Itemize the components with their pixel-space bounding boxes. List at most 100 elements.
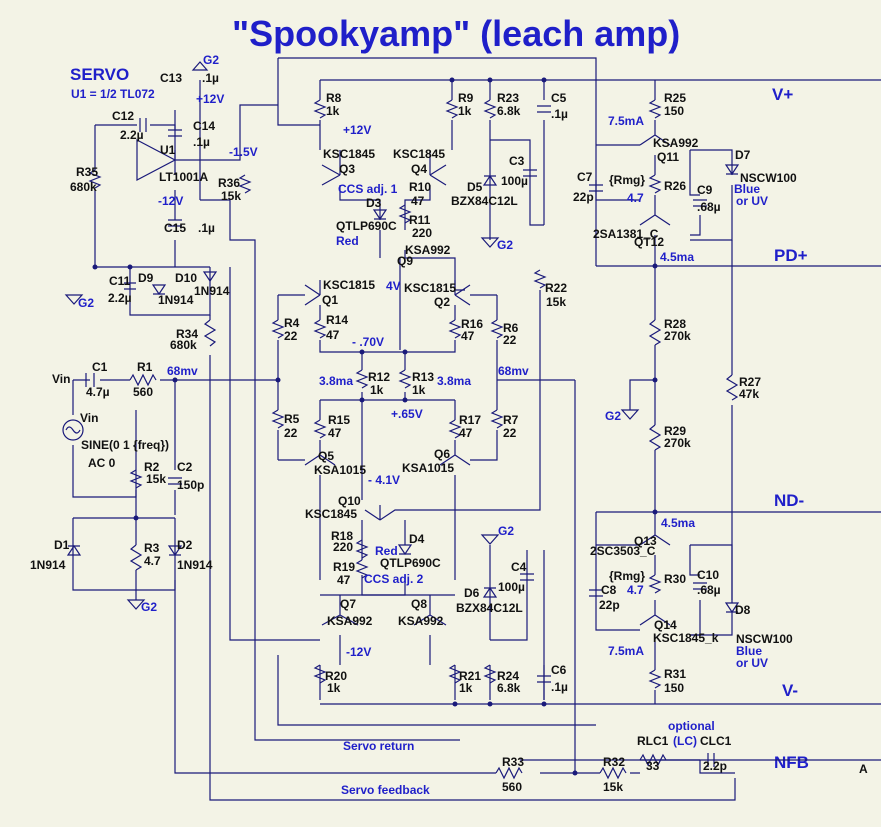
- label-ksc1845a: KSC1845: [323, 147, 375, 161]
- label-r25v: 150: [664, 104, 684, 118]
- label-c10: C10: [697, 568, 719, 582]
- label-red1: Red: [336, 234, 359, 248]
- label-q13: Q13: [634, 534, 657, 548]
- rail-label-ndminus: ND-: [774, 491, 804, 510]
- label-c5v: .1µ: [551, 107, 568, 121]
- label-q11: Q11: [657, 150, 679, 164]
- label-r6: R6: [503, 321, 519, 335]
- label-d2v: 1N914: [177, 558, 213, 572]
- label-rlc1v: 33: [646, 759, 660, 773]
- label-d1v: 1N914: [30, 558, 66, 572]
- label-r14v: 47: [326, 328, 340, 342]
- label-q10: Q10: [338, 494, 361, 508]
- label-ccs2: CCS adj. 2: [364, 572, 424, 586]
- label-r13: R13: [412, 370, 434, 384]
- label-r26: R26: [664, 179, 686, 193]
- label-r32: R32: [603, 755, 625, 769]
- label-mv68b: 68mv: [498, 364, 529, 378]
- label-r28: R28: [664, 317, 686, 331]
- label-m12a: -12V: [158, 194, 183, 208]
- label-r23v: 6.8k: [497, 104, 521, 118]
- label-d10v: 1N914: [194, 284, 230, 298]
- label-c1: C1: [92, 360, 108, 374]
- label-g2c: G2: [141, 600, 157, 614]
- label-r10: R10: [409, 180, 431, 194]
- label-r35v: 680k: [70, 180, 97, 194]
- label-r21v: 1k: [459, 681, 473, 695]
- label-c8v: 22p: [599, 598, 620, 612]
- label-ksa992b: KSA992: [327, 614, 373, 628]
- label-r4v: 22: [284, 329, 298, 343]
- servo-heading: SERVO: [70, 65, 129, 84]
- label-blue1: Blue: [734, 182, 760, 196]
- label-d4: D4: [409, 532, 425, 546]
- label-vin2: Vin: [80, 411, 98, 425]
- label-ksa992d: KSA992: [653, 136, 699, 150]
- label-g2d: G2: [497, 238, 513, 252]
- label-ksc1815b: KSC1815: [404, 281, 456, 295]
- label-c15: C15: [164, 221, 186, 235]
- label-q3: Q3: [339, 162, 355, 176]
- label-r33v: 560: [502, 780, 522, 794]
- label-r21: R21: [459, 669, 481, 683]
- label-g2f: G2: [605, 409, 621, 423]
- label-r9v: 1k: [458, 104, 472, 118]
- label-rmg2: {Rmg}: [609, 569, 645, 583]
- label-d9v: 1N914: [158, 293, 194, 307]
- label-clc1v: 2.2p: [703, 759, 727, 773]
- rail-label-pdplus: PD+: [774, 246, 808, 265]
- label-mv68a: 68mv: [167, 364, 198, 378]
- label-r19v: 47: [337, 573, 351, 587]
- label-r28v: 270k: [664, 329, 691, 343]
- label-rlc1: RLC1: [637, 734, 669, 748]
- label-r11v: 220: [412, 226, 432, 240]
- label-c6v: .1µ: [551, 680, 568, 694]
- label-c7: C7: [577, 170, 593, 184]
- rail-label-vplus: V+: [772, 85, 793, 104]
- label-r22: R22: [545, 281, 567, 295]
- label-nscw1: NSCW100: [740, 171, 797, 185]
- label-q6: Q6: [434, 447, 450, 461]
- label-c14v: .1µ: [193, 135, 210, 149]
- label-ksc1815a: KSC1815: [323, 278, 375, 292]
- label-c4v: 100µ: [498, 580, 525, 594]
- label-r10v: 47: [411, 194, 425, 208]
- label-r2: R2: [144, 460, 160, 474]
- label-r15v: 47: [328, 426, 342, 440]
- label-d1: D1: [54, 538, 70, 552]
- label-r12: R12: [368, 370, 390, 384]
- label-q1: Q1: [322, 293, 338, 307]
- label-p65: +.65V: [391, 407, 423, 421]
- label-optional: optional: [668, 719, 715, 733]
- label-g2b: G2: [78, 296, 94, 310]
- label-ksc1845b: KSC1845: [393, 147, 445, 161]
- label-ma38a: 3.8ma: [319, 374, 353, 388]
- label-r16v: 47: [461, 329, 475, 343]
- label-r12v: 1k: [370, 383, 384, 397]
- label-v4: 4V: [386, 279, 401, 293]
- label-r1: R1: [137, 360, 153, 374]
- label-r4: R4: [284, 316, 300, 330]
- label-r25: R25: [664, 91, 686, 105]
- label-r22v: 15k: [546, 295, 566, 309]
- label-blue2: Blue: [736, 644, 762, 658]
- label-c8: C8: [601, 583, 617, 597]
- label-c6: C6: [551, 663, 567, 677]
- label-ksa1015b: KSA1015: [402, 461, 454, 475]
- label-d7: D7: [735, 148, 751, 162]
- label-q14: Q14: [654, 618, 677, 632]
- label-r5: R5: [284, 412, 300, 426]
- label-r30: R30: [664, 572, 686, 586]
- label-m15: -1.5V: [229, 145, 258, 159]
- label-c7v: 22p: [573, 190, 594, 204]
- label-g2e: G2: [498, 524, 514, 538]
- label-d5: D5: [467, 180, 483, 194]
- label-r36v: 15k: [221, 189, 241, 203]
- label-clc1: CLC1: [700, 734, 732, 748]
- servo-note: U1 = 1/2 TL072: [71, 87, 155, 101]
- label-c14: C14: [193, 119, 215, 133]
- label-r5v: 22: [284, 426, 298, 440]
- label-c2v: 150p: [177, 478, 204, 492]
- label-c15v: .1µ: [198, 221, 215, 235]
